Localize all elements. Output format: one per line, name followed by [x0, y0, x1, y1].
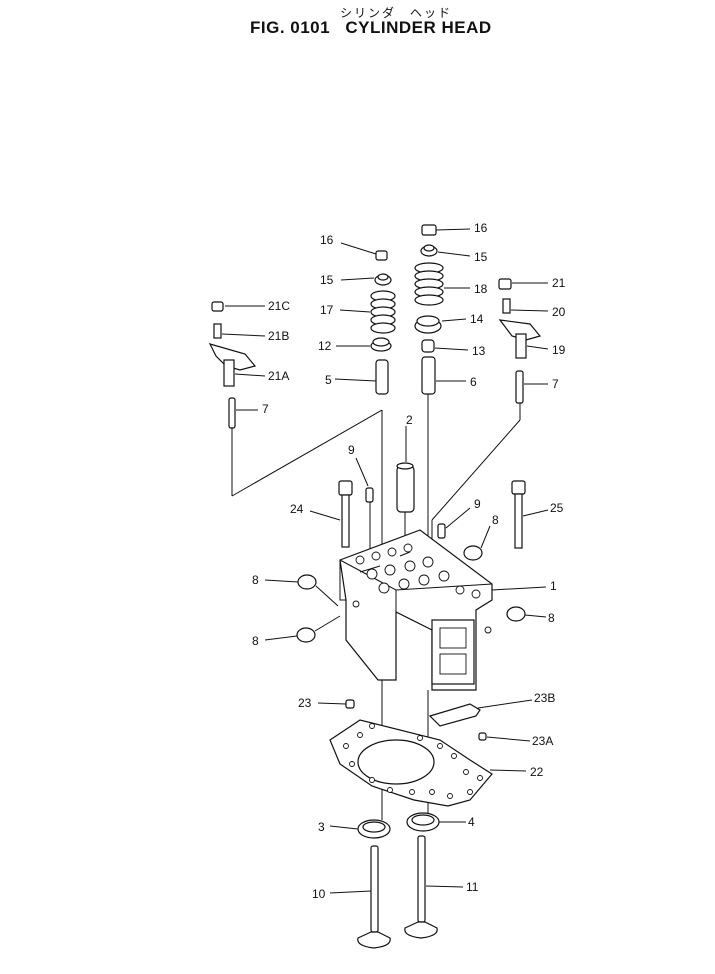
callout-21a: 21A: [268, 369, 289, 383]
callout-19: 19: [552, 343, 566, 357]
head-bolt-25: [511, 480, 549, 549]
callout-24: 24: [290, 502, 304, 516]
callout-23b: 23B: [534, 691, 555, 705]
dowel-pin-9-right: [437, 507, 471, 539]
valve-guide-6: [421, 356, 466, 395]
expansion-plug-8-left-lower: [264, 615, 341, 643]
stem-seal-13: [421, 339, 469, 353]
callout-7-left: 7: [262, 402, 269, 416]
callout-9-left: 9: [348, 443, 355, 457]
callout-10: 10: [312, 887, 326, 901]
crosshead-nut-21c: [211, 301, 265, 312]
callout-15-right: 15: [474, 250, 488, 264]
callout-17: 17: [320, 303, 334, 317]
crosshead-19: [498, 319, 549, 359]
callout-9-right: 9: [474, 497, 481, 511]
callout-16-right: 16: [474, 221, 488, 235]
callout-21c: 21C: [268, 299, 290, 313]
crosshead-21a: [208, 343, 266, 387]
crosshead-guide-7-left: [228, 397, 258, 429]
valve-spring-17: [339, 290, 396, 334]
valve-spring-18: [414, 262, 470, 306]
figure-label: FIG. 0101: [250, 18, 331, 37]
valve-guide-5: [334, 359, 389, 395]
callout-21b: 21B: [268, 329, 289, 343]
callout-3: 3: [318, 820, 325, 834]
callout-15-left: 15: [320, 273, 334, 287]
callout-8-left-lower: 8: [252, 634, 259, 648]
callout-2: 2: [406, 413, 413, 427]
expansion-plug-8-left-upper: [264, 574, 339, 607]
expansion-plug-8-top: [463, 525, 491, 561]
adjust-screw-21b: [213, 323, 266, 339]
callout-16-left: 16: [320, 233, 334, 247]
crosshead-nut-21: [498, 278, 548, 290]
head-gasket-22: [329, 719, 527, 807]
gasket-23b: [428, 699, 533, 727]
callout-23a: 23A: [532, 734, 553, 748]
valve-collet-right: [421, 224, 471, 236]
callout-13: 13: [472, 344, 486, 358]
intake-valve-10: [329, 845, 391, 949]
head-bolt-24: [309, 480, 353, 548]
callout-8-top: 8: [492, 513, 499, 527]
callout-1: 1: [550, 579, 557, 593]
callout-11: 11: [466, 880, 479, 894]
adjust-screw-20: [502, 298, 549, 314]
valve-seat-insert-3: [329, 819, 391, 839]
figure-name: CYLINDER HEAD: [345, 18, 492, 37]
callout-4: 4: [468, 815, 475, 829]
seal-23: [317, 699, 355, 709]
callout-8-left-upper: 8: [252, 573, 259, 587]
callout-18: 18: [474, 282, 488, 296]
dowel-pin-9-left: [355, 457, 374, 562]
callout-8-right: 8: [548, 611, 555, 625]
callout-22: 22: [530, 765, 544, 779]
figure-title: FIG. 0101 CYLINDER HEAD: [250, 18, 492, 38]
callout-23: 23: [298, 696, 312, 710]
callout-14: 14: [470, 312, 484, 326]
japanese-title: シリンダ ヘッド: [340, 6, 453, 20]
spring-retainer-left: [340, 273, 392, 286]
valve-seat-insert-4: [406, 812, 466, 832]
seal-23a: [478, 732, 531, 742]
callout-20: 20: [552, 305, 566, 319]
callout-25: 25: [550, 501, 564, 515]
callout-12: 12: [318, 339, 332, 353]
crosshead-guide-7-right: [515, 370, 548, 404]
spring-seat-12: [336, 337, 392, 352]
callout-6: 6: [470, 375, 477, 389]
cylinder-head-1: [339, 529, 547, 691]
expansion-plug-8-right: [506, 606, 547, 622]
exhaust-valve-11: [404, 835, 464, 939]
spring-retainer-right: [420, 244, 471, 257]
callout-5: 5: [325, 373, 332, 387]
valve-collet-left: [340, 242, 388, 261]
callout-7-right: 7: [552, 377, 559, 391]
spring-cup-14: [414, 315, 467, 334]
callout-21: 21: [552, 276, 566, 290]
